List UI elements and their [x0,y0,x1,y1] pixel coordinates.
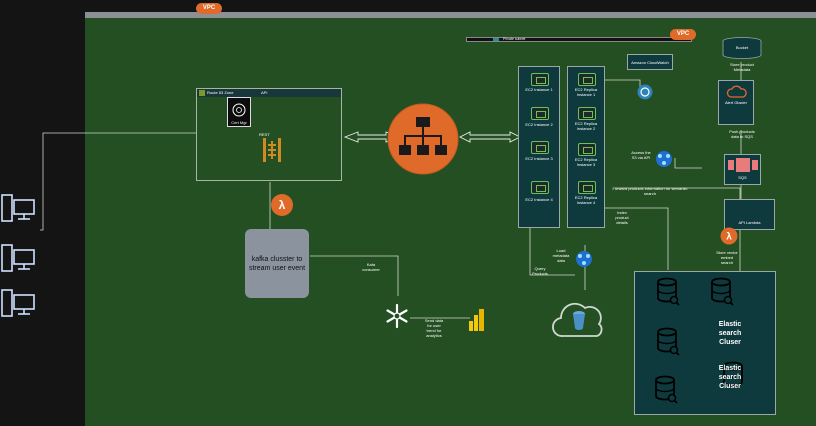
database-search-icon [723,361,743,387]
elastic-search-zone: Elastic search Cluser Elastic search Clu… [634,271,776,415]
load-balancer-icon[interactable] [387,103,459,175]
lambda-box-label: API Lambda [738,220,761,225]
ec2-label: EC2 Replica Instance 3 [574,157,598,167]
ec2-icon [578,73,596,86]
push-edge-label: Push products data to SQS [729,129,755,139]
snowflake-icon [386,303,408,329]
svg-text:λ: λ [726,232,732,243]
lambda-box[interactable]: API Lambda [724,199,775,230]
elastic-cluster-label: Elastic search Cluser [718,365,742,390]
ec2-icon [531,107,549,120]
subnet-icon [493,38,499,41]
elastic-cluster-label: Elastic search Cluser [718,321,742,346]
ec2-icon [578,181,596,194]
database-search-icon [657,327,680,356]
database-search-icon [711,277,734,306]
subnet-label: Private subnet [503,37,526,41]
cloudwatch-label: Amazon CloudWatch [631,60,669,65]
database-search-icon [655,375,678,404]
api-group-header: Route 53 Zone API [197,89,341,97]
kafka-cluster[interactable]: kafka clusster to stream user event [245,229,309,298]
index-edge-label: Index product details [615,210,629,225]
sqs-box[interactable]: SQS [724,154,761,185]
lambda-icon: λ [720,227,738,245]
ec2-label: EC2 Instance 4 [525,197,553,202]
database-search-icon [657,277,680,306]
api-group-header-label: Route 53 Zone [207,90,234,95]
kafka-cluster-label: kafka clusster to stream user event [248,255,306,272]
api-group-sub-label: API [261,90,268,95]
ec2-icon [531,141,549,154]
api-gateway-icon [263,138,281,162]
access-edge-label: Access the S3 via API [631,150,651,160]
powerbi-icon [469,309,484,331]
ec2-group-replica: EC2 Replica Instance 1 EC2 Replica Insta… [567,66,605,228]
lambda-icon: λ [271,194,293,216]
svg-text:λ: λ [279,198,286,212]
ec2-icon [578,143,596,156]
group-icon [199,90,205,96]
ec2-icon [578,107,596,120]
network-node-icon [576,251,592,267]
query-edge-label: Query Products [532,266,548,276]
ec2-label: EC2 Replica Instance 4 [574,195,598,205]
glacier-box: Alert Glacier [718,80,754,125]
bucket-label: Bucket [735,45,749,50]
store-edge-label: Store vector embed search [716,250,738,265]
glacier-label: Alert Glacier [724,100,747,105]
ec2-group-primary: EC2 Instance 1 EC2 Instance 2 EC2 Instan… [518,66,560,228]
ec2-label: EC2 Instance 2 [525,122,553,127]
sqs-icon [728,158,758,172]
ec2-label: EC2 Replica Instance 2 [574,121,598,131]
computer-icon [1,289,35,317]
s3-cloud-icon [552,302,603,337]
cloudwatch-box: Amazon CloudWatch [627,54,673,70]
load-edge-label: Load metadata data [552,248,570,263]
bucket-icon [722,37,762,59]
inner-vpc-bar: Private subnet [466,37,692,42]
ec2-icon [531,181,549,194]
analytics-edge-label: Send data for user trend for analytics [424,318,444,338]
ec2-label: EC2 Instance 3 [525,156,553,161]
computer-icon [1,194,35,222]
cloud-icon [726,85,747,98]
sqs-label: SQS [738,175,747,180]
inner-vpc-tag: VPC [670,29,696,40]
cert-icon [232,103,246,117]
certificate-manager: Cert Mgr [227,97,251,127]
ec2-icon [531,73,549,86]
ec2-label: EC2 Instance 1 [525,87,553,92]
rest-api-label: REST [259,132,270,137]
computer-icon [1,244,35,272]
kafka-consumer-label: Kafa consumer [362,262,380,272]
api-group: Route 53 Zone API Cert Mgr REST [196,88,342,181]
vpc-tag: VPC [196,3,222,14]
bucket-caption: Store product Metadata [729,62,754,72]
cert-label: Cert Mgr [231,120,247,125]
client-computers [1,194,35,317]
forward-edge-label: Forward products information for semanti… [612,186,688,196]
cloudwatch-icon [637,84,653,100]
network-node-icon [656,151,672,167]
ec2-label: EC2 Replica Instance 1 [574,87,598,97]
